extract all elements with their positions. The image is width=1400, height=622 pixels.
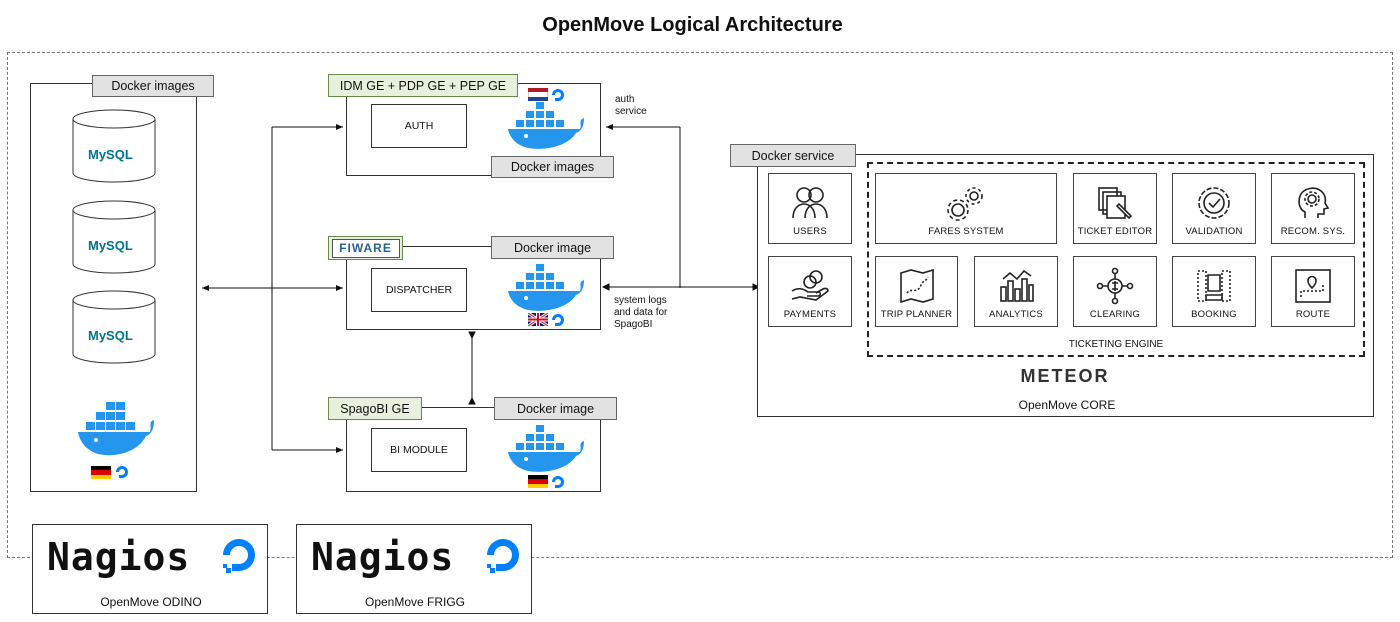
- tile-label: USERS: [793, 226, 827, 237]
- tile-validation: VALIDATION: [1172, 173, 1256, 244]
- bi-image-label: Docker image: [494, 397, 617, 420]
- auth-service-label: auth service: [615, 94, 647, 118]
- tile-users: USERS: [768, 173, 852, 244]
- database-cylinder-icon: [72, 109, 156, 183]
- tile-label: ANALYTICS: [989, 309, 1043, 320]
- seats-icon: [1197, 270, 1231, 302]
- monitor-caption: OpenMove ODINO: [100, 595, 202, 609]
- uk-flag-icon: [528, 313, 548, 326]
- mysql-database-1: MySQL: [72, 109, 156, 185]
- arrowhead-down: [468, 396, 476, 405]
- docker-whale-icon: [506, 100, 586, 152]
- german-flag-icon: [91, 466, 111, 479]
- auth-service-line-2: service: [615, 106, 647, 117]
- system-logs-line-3: SpagoBI: [614, 319, 653, 330]
- auth-service-line-1: auth: [615, 94, 635, 105]
- arrowhead-left: [601, 283, 610, 291]
- mysql-logo-1: MySQL: [88, 147, 133, 162]
- database-cylinder-icon: [72, 200, 156, 274]
- architecture-boundary: [7, 52, 1393, 558]
- auth-images-label: Docker images: [491, 156, 614, 178]
- meteor-logo: METEOR: [1020, 366, 1110, 386]
- route-pin-icon: [1295, 269, 1331, 303]
- monitor-frigg: Nagios OpenMove FRIGG: [296, 524, 532, 614]
- monitor-caption: OpenMove FRIGG: [364, 595, 466, 609]
- auth-header: IDM GE + PDP GE + PEP GE: [328, 74, 518, 97]
- mysql-logo-2: MySQL: [88, 238, 133, 253]
- ticketing-engine-label: TICKETING ENGINE: [1068, 339, 1164, 350]
- dispatcher-image-label: Docker image: [491, 236, 614, 259]
- tile-label: FARES SYSTEM: [928, 226, 1004, 237]
- docker-service-header: Docker service: [730, 144, 856, 167]
- bar-chart-icon: [1000, 269, 1034, 302]
- tile-label: TICKET EDITOR: [1077, 226, 1153, 237]
- nagios-logo: Nagios: [311, 535, 455, 579]
- database-cylinder-icon: [72, 290, 156, 364]
- tile-label: RECOM. SYS.: [1280, 226, 1346, 237]
- docker-whale-icon: [506, 423, 586, 475]
- tile-label: BOOKING: [1191, 309, 1237, 320]
- arrowhead-up: [468, 331, 476, 340]
- page-title: OpenMove Logical Architecture: [542, 14, 843, 36]
- fiware-logo: FIWARE: [328, 236, 403, 260]
- monitor-odino: Nagios OpenMove ODINO: [32, 524, 268, 614]
- system-logs-line-1: system logs: [614, 295, 667, 306]
- tile-analytics: ANALYTICS: [974, 256, 1058, 327]
- tile-label: VALIDATION: [1185, 226, 1243, 237]
- mysql-database-2: MySQL: [72, 200, 156, 276]
- digitalocean-icon: [483, 535, 523, 575]
- ticket-editor-icon: [1098, 187, 1133, 220]
- digitalocean-icon: [550, 87, 566, 103]
- dispatcher-module: DISPATCHER: [371, 268, 467, 312]
- fiware-logo-text: FIWARE: [331, 238, 400, 258]
- tile-trip-planner: TRIP PLANNER: [875, 256, 958, 327]
- tile-fares-system: FARES SYSTEM: [875, 173, 1057, 244]
- tile-ticket-editor: TICKET EDITOR: [1073, 173, 1157, 244]
- system-logs-line-2: and data for: [614, 307, 668, 318]
- tile-recom-sys: RECOM. SYS.: [1271, 173, 1355, 244]
- docker-whale-icon: [76, 398, 156, 460]
- tile-label: CLEARING: [1089, 309, 1141, 320]
- tile-route: ROUTE: [1271, 256, 1355, 327]
- arrowhead-right: [752, 283, 761, 291]
- auth-module: AUTH: [371, 104, 467, 148]
- head-gear-icon: [1298, 187, 1330, 218]
- digitalocean-icon: [550, 474, 566, 490]
- money-network-icon: [1096, 267, 1134, 305]
- mysql-logo-3: MySQL: [88, 328, 133, 343]
- payments-icon: [791, 270, 829, 301]
- tile-label: TRIP PLANNER: [880, 309, 953, 320]
- mysql-database-3: MySQL: [72, 290, 156, 366]
- tile-payments: PAYMENTS: [768, 256, 852, 327]
- bi-module: BI MODULE: [371, 428, 467, 472]
- gears-icon: [947, 187, 983, 221]
- digitalocean-icon: [219, 535, 259, 575]
- users-icon: [792, 187, 828, 219]
- tile-label: ROUTE: [1295, 309, 1331, 320]
- map-icon: [899, 268, 934, 304]
- digitalocean-icon: [114, 464, 130, 480]
- system-logs-label: system logs and data for SpagoBI: [614, 295, 667, 331]
- digitalocean-icon: [550, 312, 566, 328]
- netherlands-flag-icon: [528, 88, 548, 101]
- spagobi-header: SpagoBI GE: [328, 397, 422, 420]
- german-flag-icon: [528, 475, 548, 488]
- tile-label: PAYMENTS: [783, 309, 837, 320]
- validation-badge-icon: [1198, 187, 1230, 219]
- core-caption: OpenMove CORE: [1018, 398, 1116, 412]
- docker-whale-icon: [506, 262, 586, 314]
- nagios-logo: Nagios: [47, 535, 191, 579]
- tile-booking: BOOKING: [1172, 256, 1256, 327]
- ticketing-engine-boundary: [867, 162, 1365, 357]
- images-header: Docker images: [92, 75, 214, 97]
- tile-clearing: CLEARING: [1073, 256, 1157, 327]
